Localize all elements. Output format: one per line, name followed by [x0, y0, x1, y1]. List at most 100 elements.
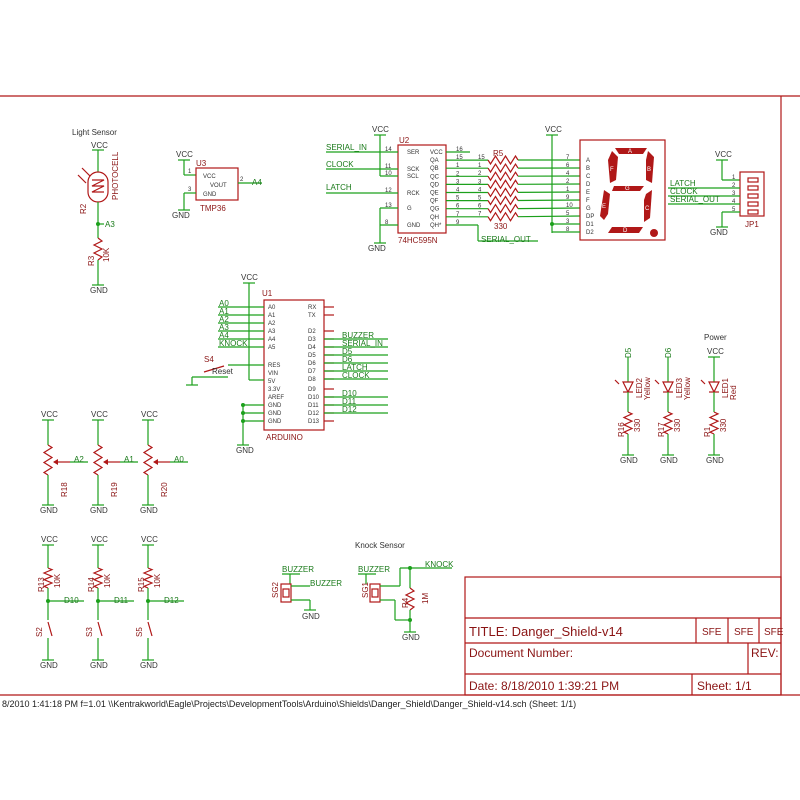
u1-value: ARDUINO [266, 433, 303, 442]
u3-value: TMP36 [200, 204, 226, 213]
net-label: A0 [174, 455, 184, 464]
u3-body [195, 167, 239, 201]
r5-resistor [487, 195, 519, 206]
seven-seg-pin-label: C [586, 174, 591, 180]
pullup-resistor [142, 567, 154, 589]
pot-ref: R19 [110, 482, 119, 497]
seven-seg-pin-number: 4 [566, 171, 570, 177]
net-label: D12 [164, 596, 179, 605]
seven-seg-pin-label: D2 [586, 230, 594, 236]
gnd-label: GND [236, 446, 254, 455]
resistor-ref: R13 [37, 577, 46, 592]
u2-pin-number: 6 [456, 204, 460, 210]
u1-ref: U1 [262, 289, 273, 298]
u1-pin-label: D12 [308, 411, 320, 417]
switch-ref: S3 [85, 627, 94, 637]
vcc-label: VCC [715, 150, 732, 159]
u1-pin-label: A0 [268, 305, 276, 311]
net-label: D6 [342, 355, 353, 364]
buzzer-net-label: BUZZER [282, 565, 314, 574]
resistor-value: 330 [633, 418, 642, 432]
u1-pin-label: D11 [308, 403, 319, 409]
sheet-number-label: Sheet: 1/1 [697, 679, 752, 693]
photocell-symbol [77, 167, 109, 203]
jp1-pin-pad [747, 209, 759, 215]
switch-lever [47, 621, 53, 637]
seven-seg-body [579, 139, 666, 241]
vcc-label: VCC [707, 347, 724, 356]
gnd-label: GND [706, 456, 724, 465]
r5-resistor [487, 211, 519, 222]
a4-net-label: A4 [252, 178, 262, 187]
r5-resistor [487, 187, 519, 198]
seven-seg-pin-label: D [586, 182, 591, 188]
r5-pin-number: 6 [478, 204, 482, 210]
led-symbol [622, 381, 634, 394]
seven-seg-pin-number: 9 [566, 195, 570, 201]
u3-pin-number: 3 [188, 187, 192, 193]
document-number-label: Document Number: [469, 646, 573, 660]
photocell-ref: R2 [79, 203, 88, 214]
photocell-value: PHOTOCELL [111, 151, 120, 200]
resistor-ref: R16 [617, 422, 626, 437]
vcc-label: VCC [241, 273, 258, 282]
u3-tmp36: VCC U3 VCC VOUT GND 1 2 3 A4 GND TMP36 [172, 150, 262, 220]
r5-value: 330 [494, 222, 508, 231]
u2-pin-number: 5 [456, 196, 460, 202]
led-resistor [662, 411, 674, 435]
r5-ref: R5 [493, 149, 504, 158]
sg1-ref: SG1 [361, 581, 370, 598]
jp1-ref: JP1 [745, 220, 759, 229]
u2-pin-label: QC [430, 174, 440, 180]
serial-out-net-label: SERIAL_OUT [481, 235, 531, 244]
segment-label: A [628, 149, 632, 155]
pot-wiper-arrow [103, 459, 108, 465]
led-symbol [708, 381, 720, 394]
jp1-pin-number: 4 [732, 199, 736, 205]
net-label: A2 [219, 315, 229, 324]
u2-value: 74HC595N [398, 236, 438, 245]
file-path-footer: 8/2010 1:41:18 PM f=1.01 \\Kentrakworld\… [2, 699, 576, 709]
u2-pin-number: 10 [385, 171, 392, 177]
seven-seg-digit: A B C D E F G [600, 148, 658, 237]
net-label: A0 [219, 299, 229, 308]
u2-pin-label: QB [430, 166, 439, 172]
seven-seg-pin-number: 10 [566, 203, 573, 209]
net-label: D10 [64, 596, 79, 605]
jp1-pin-pad [747, 185, 759, 191]
seven-seg-pin-number: 7 [566, 155, 570, 161]
clock-net-label: CLOCK [670, 187, 698, 196]
resistor-ref: R14 [87, 577, 96, 592]
gnd-label: GND [140, 506, 158, 515]
u1-arduino: VCC U1 A0A1A2A3A4A5RESVIN5V3.3VAREFGNDGN… [186, 273, 388, 455]
seven-seg-pin-number: 5 [566, 211, 570, 217]
u2-pin-number: 9 [456, 220, 460, 226]
vcc-label: VCC [91, 141, 108, 150]
a3-net-label: A3 [105, 220, 115, 229]
led-ref: LED1 [721, 377, 730, 398]
led-resistor [622, 411, 634, 435]
sg2-ref: SG2 [271, 581, 280, 598]
vcc-label: VCC [41, 410, 58, 419]
u3-pin-gnd: GND [203, 192, 217, 198]
net-label: A1 [219, 307, 229, 316]
resistor-value: 330 [719, 418, 728, 432]
u2-pin-number: 16 [456, 147, 463, 153]
resistor-value: 10K [103, 573, 112, 588]
net-label: LATCH [342, 363, 368, 372]
u2-pin-number: 14 [385, 147, 392, 153]
seven-seg-pin-number: 2 [566, 179, 570, 185]
pot-wiper-arrow [153, 459, 158, 465]
switch-ref: S2 [35, 627, 44, 637]
clock-net-label: CLOCK [326, 160, 354, 169]
u2-pin-label: SER [407, 150, 420, 156]
vcc-label: VCC [176, 150, 193, 159]
